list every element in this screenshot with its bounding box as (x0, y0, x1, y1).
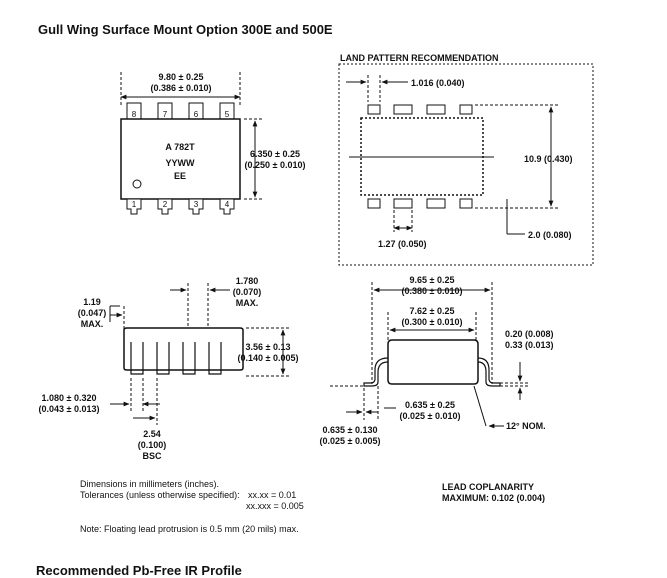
end-foot-dim: 0.635 ± 0.130 (323, 425, 378, 435)
end-foot-dim-inch: (0.025 ± 0.005) (320, 436, 381, 446)
end-view (330, 282, 530, 429)
side-lead-top-dim-note: MAX. (236, 298, 259, 308)
end-body-dim: 7.62 ± 0.25 (410, 306, 455, 316)
land-pattern-title: LAND PATTERN RECOMMENDATION (340, 53, 499, 63)
top-height-dim: 6.350 ± 0.25 (250, 149, 300, 159)
marking-line: EE (174, 171, 186, 181)
page-title: Gull Wing Surface Mount Option 300E and … (38, 22, 333, 37)
side-lead-top-dim-inch: (0.070) (233, 287, 262, 297)
tolerance-1: xx.xx = 0.01 (248, 490, 297, 500)
end-overall-dim-inch: (0.380 ± 0.010) (402, 286, 463, 296)
tolerance-2: xx.xxx = 0.005 (246, 501, 304, 511)
land-pad-width-dim: 1.27 (0.050) (378, 239, 427, 249)
pin-label: 5 (225, 110, 230, 119)
end-lead-thick-dim-2: 0.33 (0.013) (505, 340, 554, 350)
end-standoff-dim-inch: (0.025 ± 0.010) (400, 411, 461, 421)
notes-block: Dimensions in millimeters (inches). Tole… (80, 479, 304, 535)
side-pitch-dim-inch: (0.100) (138, 440, 167, 450)
side-height-dim-inch: (0.140 ± 0.005) (238, 353, 299, 363)
end-body-dim-inch: (0.300 ± 0.010) (402, 317, 463, 327)
tolerance-label: Tolerances (unless otherwise specified): (80, 490, 240, 500)
lead-coplanarity-note: LEAD COPLANARITY MAXIMUM: 0.102 (0.004) (442, 482, 545, 504)
coplanarity-title: LEAD COPLANARITY (442, 482, 534, 492)
side-height-dim: 3.56 ± 0.13 (246, 342, 291, 352)
side-lead-top-dim: 1.780 (236, 276, 259, 286)
units-note: Dimensions in millimeters (inches). (80, 479, 220, 489)
pin-label: 2 (163, 200, 168, 209)
side-pitch-dim-note: BSC (142, 451, 162, 461)
pin-label: 7 (163, 110, 168, 119)
pin-label: 6 (194, 110, 199, 119)
side-left-dim: 1.19 (83, 297, 101, 307)
side-left-dim-note: MAX. (81, 319, 104, 329)
marking-line: A 782T (165, 142, 195, 152)
side-left-dim-inch: (0.047) (78, 308, 107, 318)
top-view (120, 72, 262, 215)
floating-lead-note: Note: Floating lead protrusion is 0.5 mm… (80, 524, 299, 534)
land-pattern-view (338, 63, 594, 266)
pin-label: 1 (132, 200, 137, 209)
side-lead-width-dim-inch: (0.043 ± 0.013) (39, 404, 100, 414)
next-section-heading: Recommended Pb-Free IR Profile (36, 563, 242, 578)
land-pad-length-dim: 2.0 (0.080) (528, 230, 572, 240)
top-width-dim: 9.80 ± 0.25 (159, 72, 204, 82)
pin-label: 3 (194, 200, 199, 209)
end-overall-dim: 9.65 ± 0.25 (410, 275, 455, 285)
top-width-dim-inch: (0.386 ± 0.010) (151, 83, 212, 93)
pin-label: 8 (132, 110, 137, 119)
tolerance-row: xx.xxx = 0.005 (80, 501, 304, 512)
land-height-dim: 10.9 (0.430) (524, 154, 573, 164)
end-standoff-dim: 0.635 ± 0.25 (405, 400, 455, 410)
side-pitch-dim: 2.54 (143, 429, 161, 439)
pin-label: 4 (225, 200, 230, 209)
marking-line: YYWW (166, 158, 196, 168)
end-lead-thick-dim: 0.20 (0.008) (505, 329, 554, 339)
side-view (109, 283, 290, 425)
top-height-dim-inch: (0.250 ± 0.010) (245, 160, 306, 170)
side-lead-width-dim: 1.080 ± 0.320 (42, 393, 97, 403)
coplanarity-value: MAXIMUM: 0.102 (0.004) (442, 493, 546, 503)
land-pitch-dim: 1.016 (0.040) (411, 78, 465, 88)
end-angle-dim: 12° NOM. (506, 421, 546, 431)
tolerance-row: Tolerances (unless otherwise specified):… (80, 490, 299, 501)
